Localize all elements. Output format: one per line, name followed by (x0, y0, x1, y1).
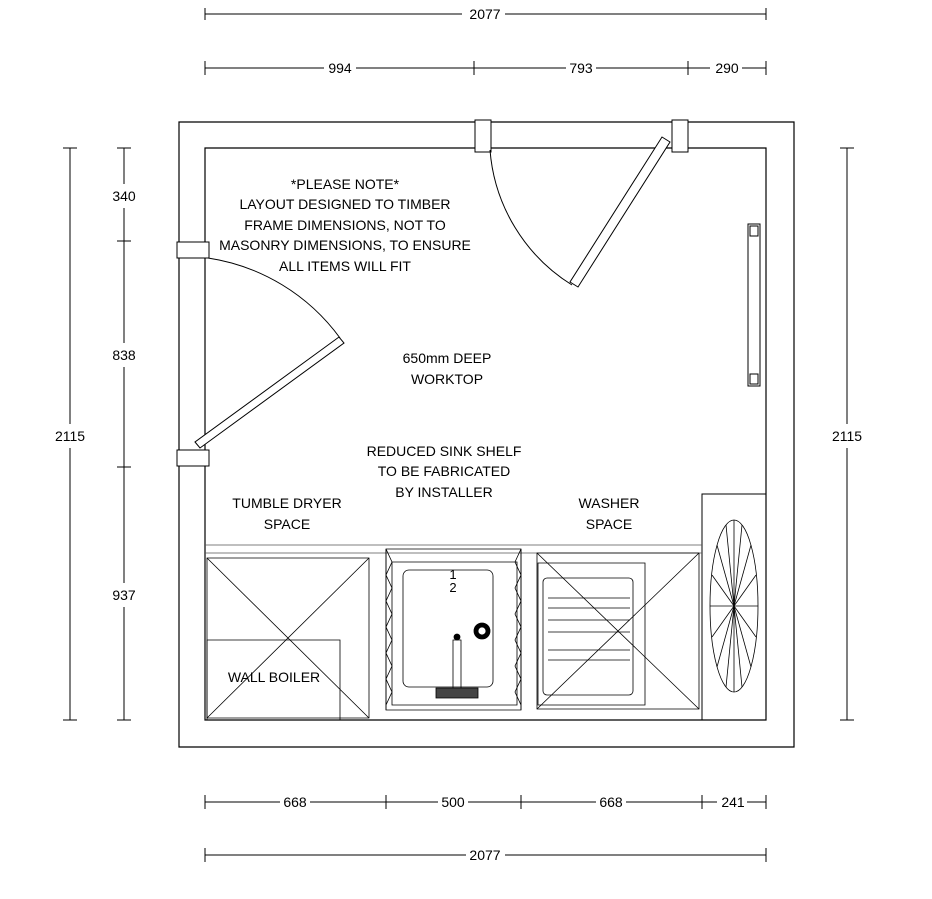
washer-line-2: SPACE (586, 516, 632, 532)
dimension-right-overall-label: 2115 (832, 428, 862, 444)
note-line-3: FRAME DIMENSIONS, NOT TO (244, 217, 446, 233)
dimension-left-overall (63, 148, 77, 720)
sink-shelf-label: REDUCED SINK SHELF TO BE FABRICATED BY I… (367, 443, 522, 500)
sink-shelf-line-3: BY INSTALLER (395, 484, 493, 500)
sink-shelf-line-1: REDUCED SINK SHELF (367, 443, 522, 459)
please-note-text: *PLEASE NOTE* LAYOUT DESIGNED TO TIMBER … (219, 176, 471, 274)
sink-marker-2: 2 (449, 580, 456, 595)
worktop-line-1: 650mm DEEP (403, 350, 492, 366)
dimension-top-segments (205, 61, 766, 75)
note-line-5: ALL ITEMS WILL FIT (279, 258, 411, 274)
dimension-top-segment-1: 994 (328, 60, 352, 76)
note-line-1: *PLEASE NOTE* (291, 176, 400, 192)
dimension-bottom-segment-1: 668 (283, 794, 307, 810)
dimension-top-segment-2: 793 (569, 60, 593, 76)
dimension-left-overall-label: 2115 (55, 428, 85, 444)
sink-shelf-line-2: TO BE FABRICATED (378, 463, 511, 479)
tumble-dryer-line-1: TUMBLE DRYER (232, 495, 341, 511)
radiator (748, 224, 760, 386)
dimension-top-overall-label: 2077 (469, 6, 500, 22)
dimension-left-segment-3: 937 (112, 587, 136, 603)
tumble-dryer-unit (207, 558, 369, 718)
dimension-bottom-segment-2: 500 (441, 794, 465, 810)
dimension-right-overall (840, 148, 854, 720)
note-line-4: MASONRY DIMENSIONS, TO ENSURE (219, 237, 471, 253)
dimension-left-segment-2: 838 (112, 347, 136, 363)
sink-unit (386, 549, 521, 710)
wall-boiler-label: WALL BOILER (228, 669, 320, 685)
dimension-bottom-segments (205, 795, 766, 809)
dimension-top-overall (205, 8, 766, 20)
sink-marker-1: 1 (449, 567, 456, 582)
top-door (490, 137, 670, 287)
dimension-bottom-overall-label: 2077 (469, 847, 500, 863)
wall-boiler-unit (207, 640, 340, 720)
note-line-2: LAYOUT DESIGNED TO TIMBER (239, 196, 450, 212)
washer-unit (537, 553, 699, 709)
dimension-bottom-segment-3: 668 (599, 794, 623, 810)
extractor-fan (710, 520, 758, 692)
right-unit (702, 494, 766, 720)
top-door-frame (475, 120, 688, 152)
washer-label: WASHER SPACE (579, 495, 640, 532)
dimension-bottom-overall (205, 848, 766, 862)
left-door-frame (177, 242, 209, 466)
left-door (195, 258, 344, 448)
tumble-dryer-line-2: SPACE (264, 516, 310, 532)
washer-line-1: WASHER (579, 495, 640, 511)
worktop-label: 650mm DEEP WORKTOP (403, 350, 492, 387)
tumble-dryer-label: TUMBLE DRYER SPACE (232, 495, 341, 532)
worktop-line-2: WORKTOP (411, 371, 483, 387)
dimension-bottom-segment-4: 241 (721, 794, 745, 810)
dimension-left-segment-1: 340 (112, 188, 136, 204)
dimension-left-segments (117, 148, 131, 720)
dimension-top-segment-3: 290 (715, 60, 739, 76)
